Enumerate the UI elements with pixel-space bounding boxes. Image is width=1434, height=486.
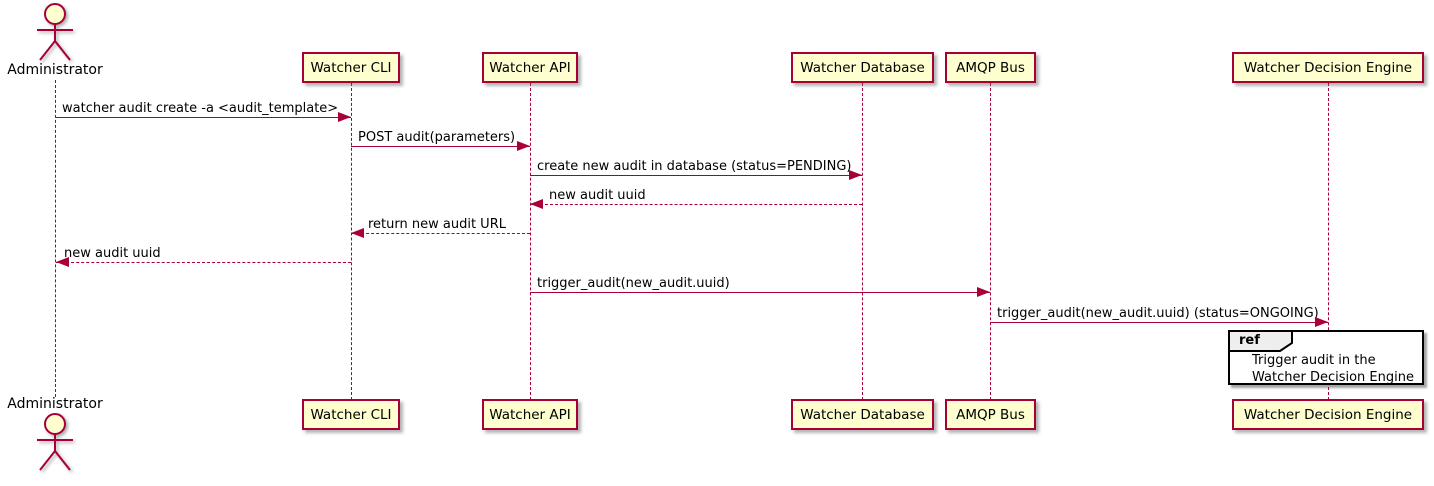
lifeline-watcher-database bbox=[862, 83, 863, 400]
arrowhead-icon bbox=[1315, 317, 1328, 327]
arrowhead-icon bbox=[977, 287, 990, 297]
ref-text-line: Trigger audit in the bbox=[1252, 353, 1376, 368]
participant-watcher-database-bottom: Watcher Database bbox=[791, 399, 934, 430]
message-line bbox=[351, 233, 530, 234]
participant-label: AMQP Bus bbox=[956, 59, 1025, 76]
participant-amqp-bus-bottom: AMQP Bus bbox=[945, 399, 1036, 430]
ref-tag-shape bbox=[1228, 330, 1293, 352]
participant-label: Watcher CLI bbox=[310, 59, 392, 76]
message-label: trigger_audit(new_audit.uuid) bbox=[537, 276, 730, 291]
lifeline-amqp-bus bbox=[990, 83, 991, 400]
ref-text: Trigger audit in the Watcher Decision En… bbox=[1252, 352, 1414, 386]
ref-keyword: ref bbox=[1239, 333, 1260, 348]
participant-watcher-cli-bottom: Watcher CLI bbox=[302, 399, 400, 430]
message-label: trigger_audit(new_audit.uuid) (status=ON… bbox=[997, 306, 1319, 321]
participant-label: Watcher API bbox=[489, 406, 571, 423]
participant-label: Watcher API bbox=[489, 59, 571, 76]
message-line bbox=[351, 146, 530, 147]
lifeline-watcher-decision-engine bbox=[1328, 83, 1329, 400]
message-label: return new audit URL bbox=[368, 217, 506, 232]
participant-watcher-decision-engine-bottom: Watcher Decision Engine bbox=[1232, 399, 1424, 430]
ref-text-line: Watcher Decision Engine bbox=[1252, 370, 1414, 385]
lifeline-watcher-cli bbox=[351, 83, 352, 400]
message-line bbox=[530, 175, 862, 176]
message-line bbox=[990, 322, 1328, 323]
participant-label: Watcher Database bbox=[800, 59, 925, 76]
participant-watcher-api-bottom: Watcher API bbox=[482, 399, 578, 430]
participant-label: Watcher Decision Engine bbox=[1243, 59, 1413, 76]
arrowhead-icon bbox=[517, 141, 530, 151]
lifeline-watcher-api bbox=[530, 83, 531, 400]
message-line bbox=[530, 204, 862, 205]
ref-frame: ref Trigger audit in the Watcher Decisio… bbox=[1228, 330, 1424, 385]
participant-watcher-decision-engine-top: Watcher Decision Engine bbox=[1232, 52, 1424, 83]
participant-label: AMQP Bus bbox=[956, 406, 1025, 423]
participant-amqp-bus-top: AMQP Bus bbox=[945, 52, 1036, 83]
participant-watcher-database-top: Watcher Database bbox=[791, 52, 934, 83]
message-line bbox=[530, 292, 990, 293]
message-line bbox=[56, 117, 351, 118]
arrowhead-icon bbox=[849, 170, 862, 180]
participant-watcher-api-top: Watcher API bbox=[482, 52, 578, 83]
arrowhead-icon bbox=[338, 112, 351, 122]
actor-icon bbox=[27, 2, 83, 66]
message-line bbox=[56, 262, 351, 263]
actor-label-bottom: Administrator bbox=[7, 396, 103, 412]
participant-watcher-cli-top: Watcher CLI bbox=[302, 52, 400, 83]
participant-label: Watcher CLI bbox=[310, 406, 392, 423]
message-label: create new audit in database (status=PEN… bbox=[537, 159, 852, 174]
message-label: new audit uuid bbox=[549, 188, 646, 203]
participant-label: Watcher Database bbox=[800, 406, 925, 423]
participant-label: Watcher Decision Engine bbox=[1243, 406, 1413, 423]
arrowhead-icon bbox=[351, 228, 364, 238]
message-label: watcher audit create -a <audit_template> bbox=[62, 101, 339, 116]
actor-label-top: Administrator bbox=[7, 62, 103, 78]
lifeline-administrator bbox=[55, 80, 56, 397]
arrowhead-icon bbox=[56, 257, 69, 267]
message-label: new audit uuid bbox=[64, 246, 161, 261]
actor-icon bbox=[27, 412, 83, 476]
message-label: POST audit(parameters) bbox=[358, 130, 516, 145]
arrowhead-icon bbox=[530, 199, 543, 209]
